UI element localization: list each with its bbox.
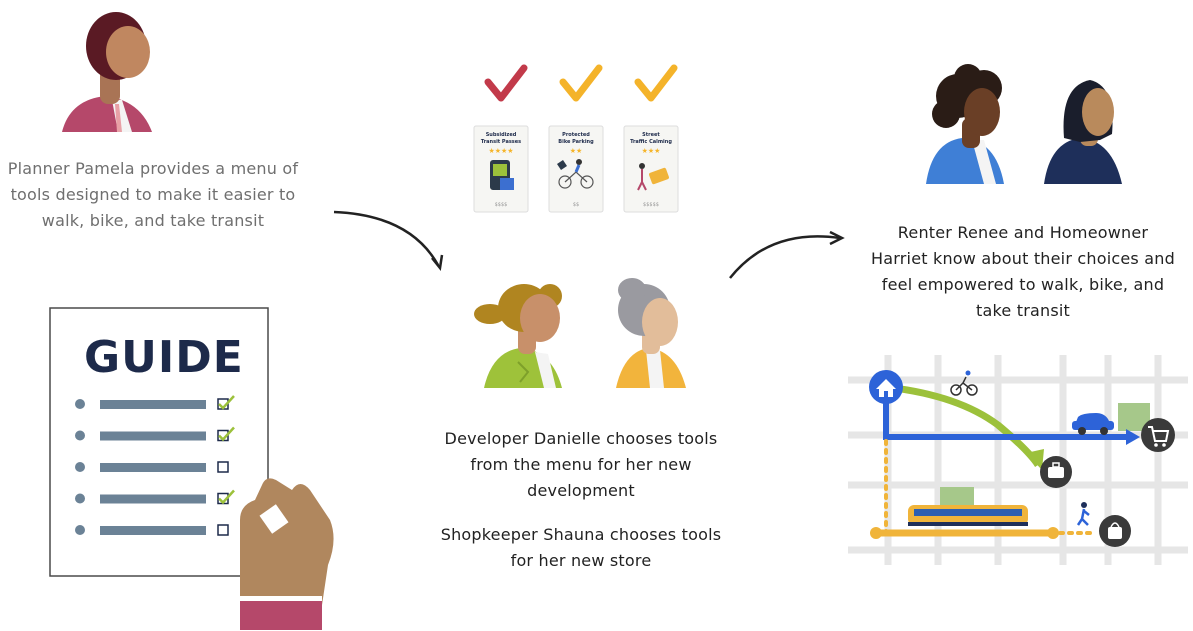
transit-stop <box>870 527 882 539</box>
guide-document: GUIDE <box>49 307 334 630</box>
renee-figure <box>926 64 1004 184</box>
developer-caption: Developer Danielle chooses tools from th… <box>444 429 718 500</box>
guide-checklist <box>75 395 235 536</box>
transit-stop <box>1047 527 1059 539</box>
checkmark-icon <box>634 64 678 102</box>
checkmark-icon <box>484 64 528 102</box>
checkbox <box>217 461 229 473</box>
guide-title-text: GUIDE <box>84 332 244 383</box>
checkmark-icon <box>218 426 235 442</box>
tool-card-title: Bike Parking <box>558 139 594 145</box>
tool-card-title: Street <box>642 132 660 138</box>
guide-checklist-item <box>75 461 229 473</box>
checkmark-icon <box>218 489 235 505</box>
renters-caption: Renter Renee and Homeowner Harriet know … <box>871 223 1175 320</box>
route-green-bike <box>885 383 1041 468</box>
guide-checklist-item <box>75 524 229 536</box>
tool-card-frame <box>623 125 679 213</box>
guide-checklist-item <box>75 426 235 442</box>
neighborhood-map <box>848 355 1188 565</box>
guide-checklist-item <box>75 395 235 410</box>
tool-card-title: Transit Passes <box>481 139 521 145</box>
traffic-calming-icon <box>637 163 669 191</box>
tool-card-price: $$$$ <box>495 202 508 208</box>
transit-pass-icon <box>490 160 514 190</box>
arrow-developer-to-renters <box>729 235 841 279</box>
checkmark-icon <box>559 64 603 102</box>
hand-holding-guide <box>240 478 334 630</box>
checkmark-icon <box>218 395 235 410</box>
tool-card-rating: ★★★ <box>642 147 661 155</box>
planner-caption: Planner Pamela provides a menu of tools … <box>7 159 299 230</box>
danielle-figure <box>474 284 562 388</box>
shopkeeper-caption: Shopkeeper Shauna chooses tools for her … <box>440 525 722 570</box>
guide-checklist-item <box>75 489 235 505</box>
shopping-cart-icon <box>1141 418 1175 452</box>
tool-card-price: $$$$$ <box>643 202 659 208</box>
harriet-figure <box>1044 80 1122 184</box>
tool-card-title: Protected <box>562 132 590 138</box>
bike-parking-icon <box>557 159 594 189</box>
bicycle-icon <box>950 370 978 396</box>
pedestrian-icon <box>1076 502 1090 526</box>
tool-card-title: Traffic Calming <box>630 139 672 145</box>
tool-card-price: $$ <box>573 202 579 208</box>
briefcase-icon <box>1040 456 1072 488</box>
car-icon <box>1072 413 1114 435</box>
train-icon <box>908 505 1028 526</box>
arrow-planner-to-developer <box>333 210 440 266</box>
tool-card-rating: ★★ <box>570 147 583 155</box>
tool-card-title: Subsidized <box>486 132 517 138</box>
checkbox <box>217 524 229 536</box>
pamela-figure <box>62 12 152 132</box>
shopping-bag-icon <box>1099 515 1131 547</box>
home-icon <box>869 370 903 404</box>
shauna-figure <box>616 278 686 388</box>
tool-card-rating: ★★★★ <box>488 147 513 155</box>
